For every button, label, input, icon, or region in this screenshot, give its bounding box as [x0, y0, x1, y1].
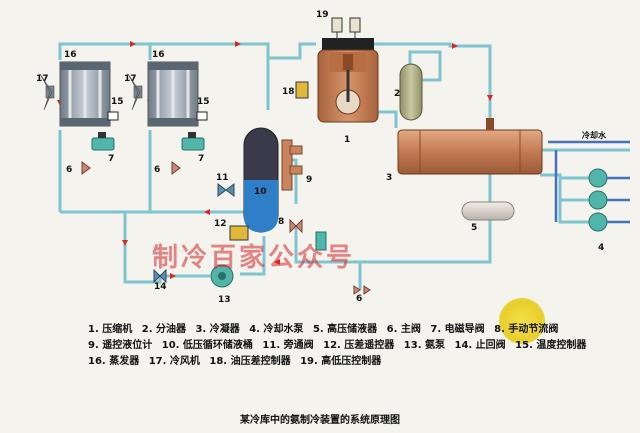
cooling-water-label: 冷却水 [582, 130, 607, 140]
label-10: 10 [254, 187, 267, 197]
fan-left [39, 73, 55, 111]
legend-item: 12. 压差遥控器 [323, 340, 395, 351]
label-2: 2 [394, 89, 400, 99]
legend-item: 7. 电磁导阀 [430, 324, 485, 335]
legend-item: 5. 高压储液器 [312, 324, 378, 335]
high-pressure-receiver [461, 201, 515, 221]
evaporator-left [59, 61, 111, 127]
label-3: 3 [386, 173, 392, 183]
legend-item: 17. 冷风机 [148, 356, 200, 367]
legend-item: 2. 分油器 [141, 324, 186, 335]
watermark: 制冷百家公众号 [152, 242, 355, 273]
legend-item: 15. 温度控制器 [515, 340, 587, 351]
label-12: 12 [214, 219, 227, 229]
label-6b: 6 [154, 165, 160, 175]
label-11: 11 [216, 173, 229, 183]
component-legend: 1. 压缩机 2. 分油器 3. 冷凝器 4. 冷却水泵 5. 高压储液器 6.… [88, 322, 608, 370]
fan-right [127, 73, 143, 111]
label-6a: 6 [66, 165, 72, 175]
label-15b: 15 [197, 97, 210, 107]
legend-item: 10. 低压循环储液桶 [161, 340, 253, 351]
label-9: 9 [306, 175, 312, 185]
legend-item: 19. 高低压控制器 [300, 356, 382, 367]
label-16a: 16 [64, 50, 77, 60]
remote-level-indicator [281, 139, 303, 191]
legend-item: 4. 冷却水泵 [249, 324, 304, 335]
label-8: 8 [278, 217, 284, 227]
label-17a: 17 [36, 74, 49, 84]
oil-separator [399, 63, 423, 121]
cooling-water-pumps [588, 168, 608, 232]
differential-pressure-controller [229, 225, 249, 241]
throttle-solenoid [315, 231, 327, 251]
legend-item: 3. 冷凝器 [195, 324, 240, 335]
legend-item: 13. 氨泵 [403, 340, 445, 351]
cooling-water-pipes [548, 140, 630, 224]
label-1: 1 [344, 135, 350, 145]
evaporator-right [147, 61, 199, 127]
legend-item: 16. 蒸发器 [88, 356, 140, 367]
legend-item: 18. 油压差控制器 [209, 356, 291, 367]
temperature-controllers [107, 111, 208, 121]
label-5: 5 [471, 223, 477, 233]
label-7a: 7 [108, 154, 114, 164]
low-pressure-receiver [243, 127, 279, 233]
label-16b: 16 [152, 50, 165, 60]
label-6c: 6 [356, 294, 362, 304]
high-low-pressure-controllers [331, 17, 361, 40]
legend-item: 11. 旁通阀 [262, 340, 314, 351]
main-valves [81, 161, 371, 295]
label-14: 14 [154, 282, 167, 292]
label-15a: 15 [111, 97, 124, 107]
compressor [317, 38, 379, 123]
legend-item: 6. 主阀 [386, 324, 421, 335]
label-19: 19 [316, 10, 329, 20]
cursor-highlight [499, 298, 545, 344]
label-7b: 7 [198, 154, 204, 164]
label-18: 18 [282, 87, 295, 97]
legend-item: 8. 手动节流阀 [494, 324, 559, 335]
condenser [397, 118, 543, 175]
oil-pressure-controller [295, 81, 309, 99]
legend-item: 1. 压缩机 [88, 324, 133, 335]
manual-throttle-valve [289, 218, 303, 234]
legend-item: 14. 止回阀 [454, 340, 506, 351]
solenoid-valves [91, 132, 205, 151]
bypass-valve [217, 183, 235, 197]
figure-caption: 某冷库中的氨制冷装置的系统原理图 [240, 415, 400, 426]
ammonia-pump [210, 264, 234, 288]
label-17b: 17 [124, 74, 137, 84]
legend-item: 9. 遥控液位计 [88, 340, 153, 351]
check-valve [153, 268, 167, 284]
label-13: 13 [218, 295, 231, 305]
label-4: 4 [598, 243, 604, 253]
component-labels: 1 2 3 4 5 6 6 6 7 7 8 9 10 11 12 13 14 1… [36, 10, 604, 305]
